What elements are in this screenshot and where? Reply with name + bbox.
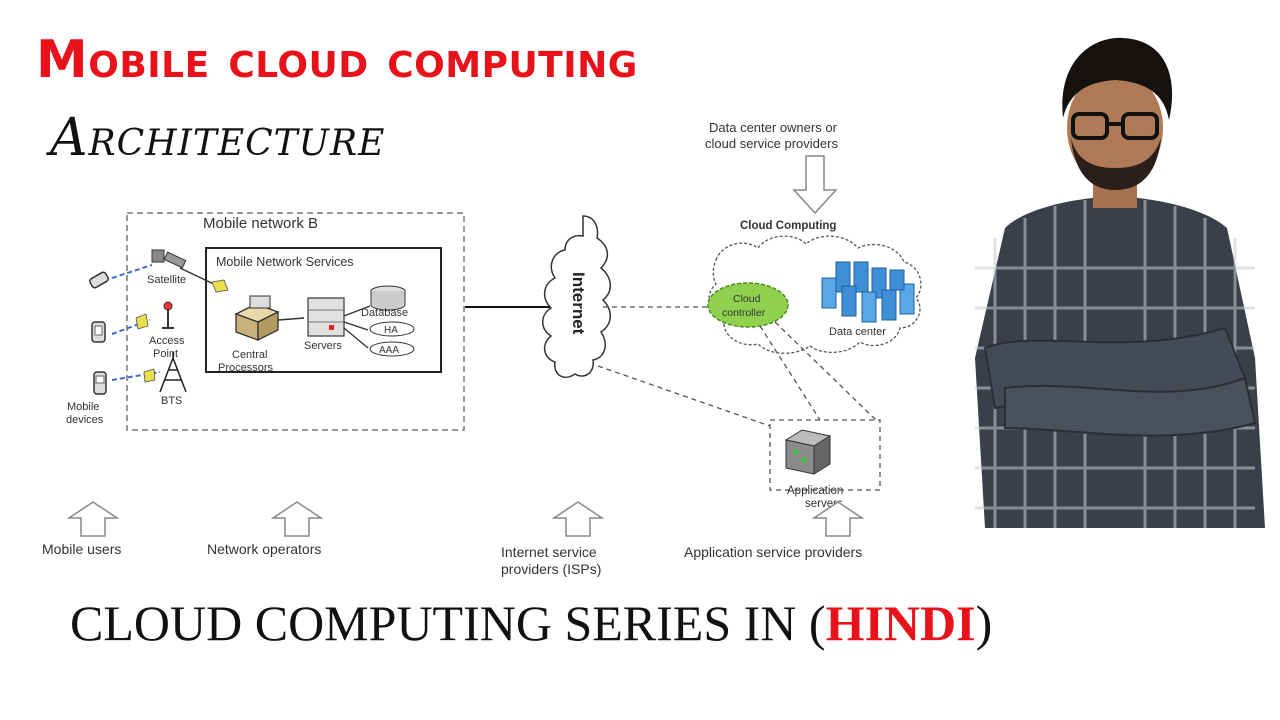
mobile-network-services-label: Mobile Network Services (216, 255, 354, 269)
presenter-photo (975, 37, 1265, 528)
series-footer: CLOUD COMPUTING SERIES IN (HINDI) (70, 594, 992, 652)
mobile-network-label: Mobile network B (203, 215, 318, 232)
server-icon (307, 297, 345, 337)
cloud-controller-node (707, 282, 789, 328)
access-point-label-1: Access (149, 335, 185, 347)
bts-label: BTS (161, 395, 182, 407)
mobile-users-label: Mobile users (42, 541, 121, 557)
presenter-figure (975, 37, 1265, 528)
database-icon (370, 285, 406, 311)
access-point-label-2: Point (153, 348, 178, 360)
page-title: Mobile cloud computing (36, 30, 638, 90)
phone-icon-2 (91, 321, 106, 343)
central-processors-label-1: Central (232, 349, 267, 361)
app-service-providers-label: Application service providers (684, 544, 862, 560)
up-arrow-icon (270, 501, 324, 537)
central-processors-label-2: Processors (218, 362, 274, 374)
internet-cloud (542, 215, 611, 378)
network-operators-label: Network operators (207, 541, 321, 557)
access-point-icon (162, 301, 174, 329)
satellite-label: Satellite (147, 274, 186, 286)
mobile-network-box (126, 212, 465, 431)
data-center-icon (821, 261, 915, 323)
ha-ellipse (369, 321, 415, 337)
satellite-icon (151, 249, 229, 293)
aaa-label: AAA (379, 345, 399, 356)
glasses-icon (1071, 112, 1159, 140)
footer-highlight: HINDI (825, 595, 976, 651)
cloud-controller-label-2: controller (722, 307, 766, 319)
phone-icon-3 (93, 371, 107, 395)
page-subtitle: Architecture (50, 108, 386, 168)
footer-suffix: ) (975, 595, 993, 651)
database-label: Database (361, 307, 408, 319)
data-center-label: Data center (829, 326, 886, 338)
aaa-ellipse (369, 341, 415, 357)
isp-label-1: Internet service (501, 544, 597, 560)
servers-label: Servers (304, 340, 342, 352)
cloud-controller-label-1: Cloud (733, 293, 761, 305)
ha-label: HA (384, 325, 398, 336)
application-server-icon (784, 429, 832, 475)
up-arrow-icon (551, 501, 605, 537)
application-servers-box (769, 419, 881, 491)
mobile-network-services-box (205, 247, 442, 373)
application-servers-label-1: Application (787, 485, 843, 497)
phone-icon-1 (89, 271, 109, 289)
bts-tower-icon (159, 352, 187, 393)
data-center-owners-label-1: Data center owners or (709, 120, 838, 135)
cloud-computing-label: Cloud Computing (740, 220, 836, 232)
up-arrow-icon (811, 501, 865, 537)
central-processor-icon (234, 295, 305, 342)
mobile-devices-label-1: Mobile (67, 401, 99, 413)
footer-prefix: CLOUD COMPUTING SERIES IN ( (70, 595, 826, 651)
mobile-devices-label-2: devices (66, 414, 104, 426)
down-arrow-icon (792, 155, 838, 215)
up-arrow-icon (66, 501, 120, 537)
isp-label-2: providers (ISPs) (501, 561, 601, 577)
internet-label: Internet (569, 272, 588, 335)
data-center-owners-label-2: cloud service providers (705, 136, 838, 151)
